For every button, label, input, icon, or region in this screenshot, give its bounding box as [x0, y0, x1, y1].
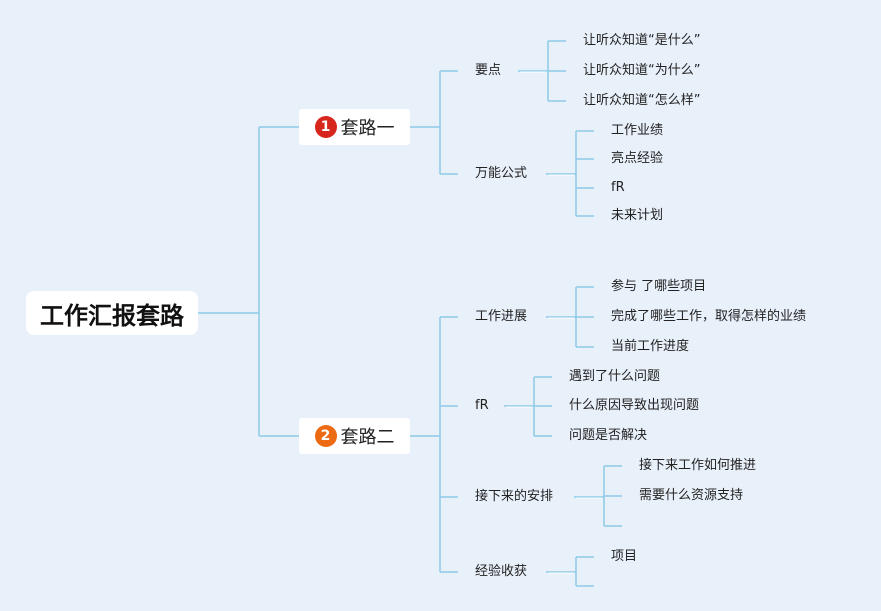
leaf-item: 让听众知道“是什么”: [583, 33, 701, 48]
badge-2-icon: 2: [314, 425, 337, 447]
leaf-item: 让听众知道“为什么”: [583, 63, 701, 78]
topic-fr: fR: [475, 398, 489, 413]
root-node: 工作汇报套路: [26, 291, 198, 335]
leaf-item: 问题是否解决: [569, 428, 648, 443]
topic-wanneng-gongshi: 万能公式: [475, 166, 528, 181]
leaf-item: 接下来工作如何推进: [639, 458, 757, 473]
topic-gongzuo-jinzhan: 工作进展: [475, 309, 528, 324]
leaf-item: 参与 了哪些项目: [611, 279, 707, 294]
leaf-item: 让听众知道“怎么样”: [583, 93, 701, 108]
leaf-item: 工作业绩: [611, 123, 664, 138]
leaf-item: 当前工作进度: [611, 339, 690, 354]
topic-yaodian: 要点: [475, 63, 502, 78]
leaf-item: 项目: [611, 549, 638, 564]
leaf-item: 未来计划: [611, 208, 664, 223]
badge-1-icon: 1: [314, 116, 337, 138]
topic-jingyan-shouhuo: 经验收获: [475, 564, 528, 579]
leaf-item: fR: [611, 180, 625, 195]
leaf-item: 需要什么资源支持: [639, 488, 744, 503]
leaf-item: 什么原因导致出现问题: [569, 398, 700, 413]
leaf-item: 遇到了什么问题: [569, 369, 661, 384]
topic-jiexialai-anpai: 接下来的安排: [475, 489, 554, 504]
branch-label: 套路一: [340, 118, 395, 139]
leaf-item: 完成了哪些工作，取得怎样的业绩: [611, 309, 807, 324]
branch-node-2: 2 套路二: [299, 418, 410, 454]
leaf-item: 亮点经验: [611, 151, 664, 166]
branch-label: 套路二: [340, 427, 395, 448]
branch-node-1: 1 套路一: [299, 109, 410, 145]
